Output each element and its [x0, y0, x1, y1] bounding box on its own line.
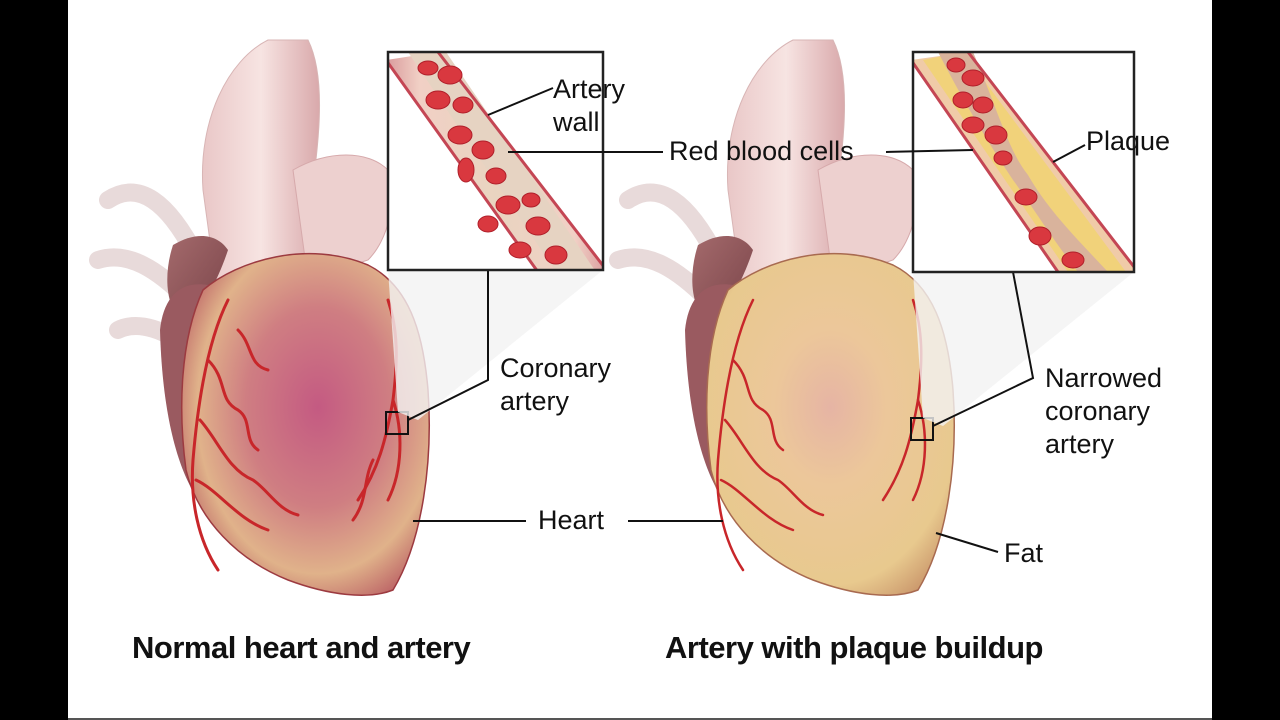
artery-wall-label-line1: Artery — [553, 74, 626, 104]
fatty-heart — [609, 39, 955, 596]
narrowed-label-line2: coronary — [1045, 395, 1151, 426]
narrowed-label-line3: artery — [1045, 428, 1115, 459]
red-blood-cells-label: Red blood cells — [669, 136, 854, 166]
normal-artery-inset — [386, 50, 605, 272]
heart-label: Heart — [538, 505, 605, 535]
diagram-canvas: Artery wall Red blood cells Plaque Coron… — [68, 0, 1212, 720]
normal-heart — [89, 39, 430, 596]
plaque-buildup-caption: Artery with plaque buildup — [665, 630, 1043, 665]
artery-wall-label: Artery wall — [553, 73, 625, 139]
plaque-label: Plaque — [1086, 126, 1171, 156]
normal-heart-caption: Normal heart and artery — [132, 630, 471, 665]
coronary-artery-label: Coronary artery — [500, 352, 611, 418]
fat-label: Fat — [1004, 538, 1044, 568]
narrowed-callout-box — [910, 417, 934, 441]
artery-wall-label-line2: wall — [553, 106, 600, 137]
coronary-callout-box — [385, 411, 409, 435]
narrowed-label-line1: Narrowed — [1045, 363, 1163, 393]
leader-lines — [413, 87, 1086, 553]
coronary-label-line1: Coronary — [500, 353, 612, 383]
narrowed-coronary-artery-label: Narrowed coronary artery — [1045, 362, 1162, 461]
coronary-label-line2: artery — [500, 385, 570, 416]
plaque-artery-inset — [911, 50, 1136, 274]
heart-illustration — [89, 39, 1136, 596]
